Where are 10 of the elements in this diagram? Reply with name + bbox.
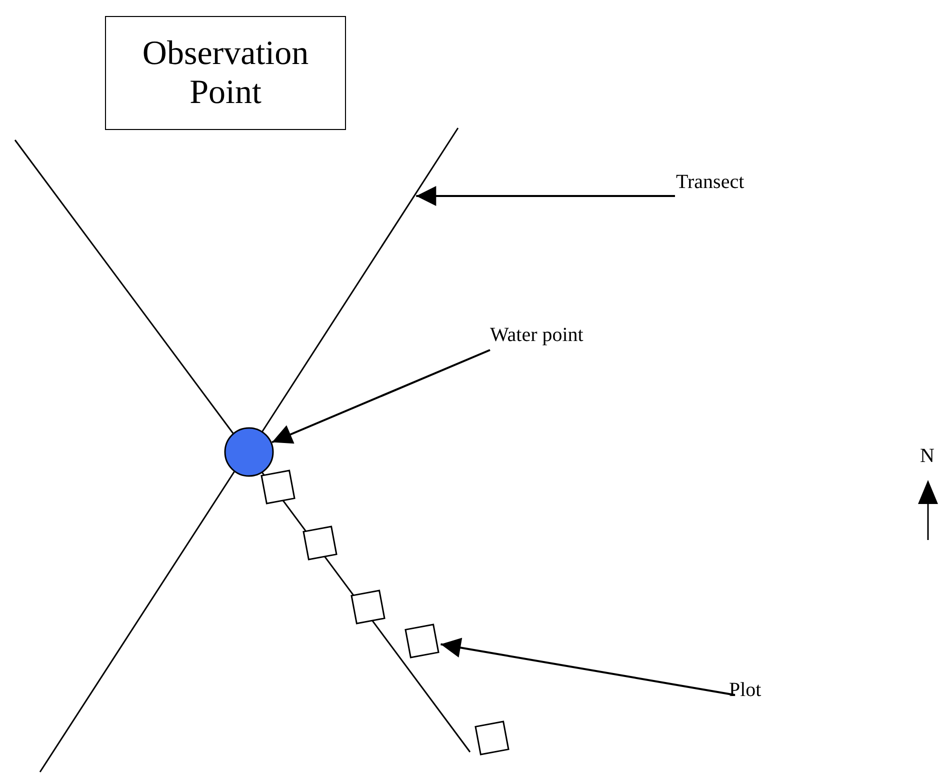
leader-line: [440, 638, 736, 696]
callout-label: Plot: [729, 679, 762, 701]
water-point-circle: [224, 427, 274, 477]
callout-label: Transect: [676, 171, 744, 193]
title-box: Observation Point: [105, 16, 346, 130]
north-label: N: [920, 445, 934, 467]
leader-line: [272, 349, 490, 444]
callout-label: Water point: [490, 324, 584, 346]
leader-line: [416, 186, 675, 206]
transect-line: [261, 128, 459, 432]
